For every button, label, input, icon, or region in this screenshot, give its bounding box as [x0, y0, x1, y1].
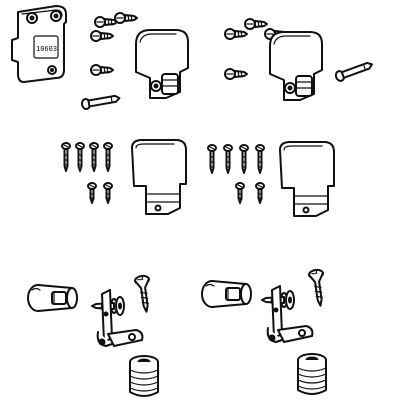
mounting-bracket: [11, 5, 67, 83]
wood-screw: [235, 182, 245, 204]
wood-screw: [223, 144, 233, 174]
pivot-pin: [333, 58, 375, 84]
wood-screw: [75, 142, 85, 172]
wood-screw: [103, 182, 113, 204]
wood-screw: [255, 144, 265, 174]
wood-screw: [307, 268, 329, 308]
barrel-nut: [201, 280, 252, 308]
wood-screw: [224, 28, 248, 40]
wood-screw: [90, 64, 114, 76]
threaded-insert: [297, 353, 327, 395]
barrel-nut: [27, 284, 78, 312]
hinge-block: [135, 29, 189, 99]
wood-screw: [87, 182, 97, 204]
wood-screw: [114, 12, 138, 24]
wood-screw: [255, 182, 265, 204]
wood-screw: [103, 142, 113, 172]
wood-screw: [207, 144, 217, 174]
wood-screw: [244, 18, 268, 30]
bracket-stamp: 10603: [36, 45, 57, 53]
wood-screw: [89, 142, 99, 172]
hinge-block: [269, 31, 323, 101]
wood-screw: [239, 144, 249, 174]
wood-screw: [61, 142, 71, 172]
threaded-insert: [129, 355, 159, 397]
cap-block: [131, 139, 187, 215]
wood-screw: [133, 274, 155, 314]
pivot-pin: [80, 92, 122, 111]
cap-block: [279, 141, 335, 217]
wood-screw: [94, 16, 118, 28]
wood-screw: [90, 30, 114, 42]
wood-screw: [224, 68, 248, 80]
